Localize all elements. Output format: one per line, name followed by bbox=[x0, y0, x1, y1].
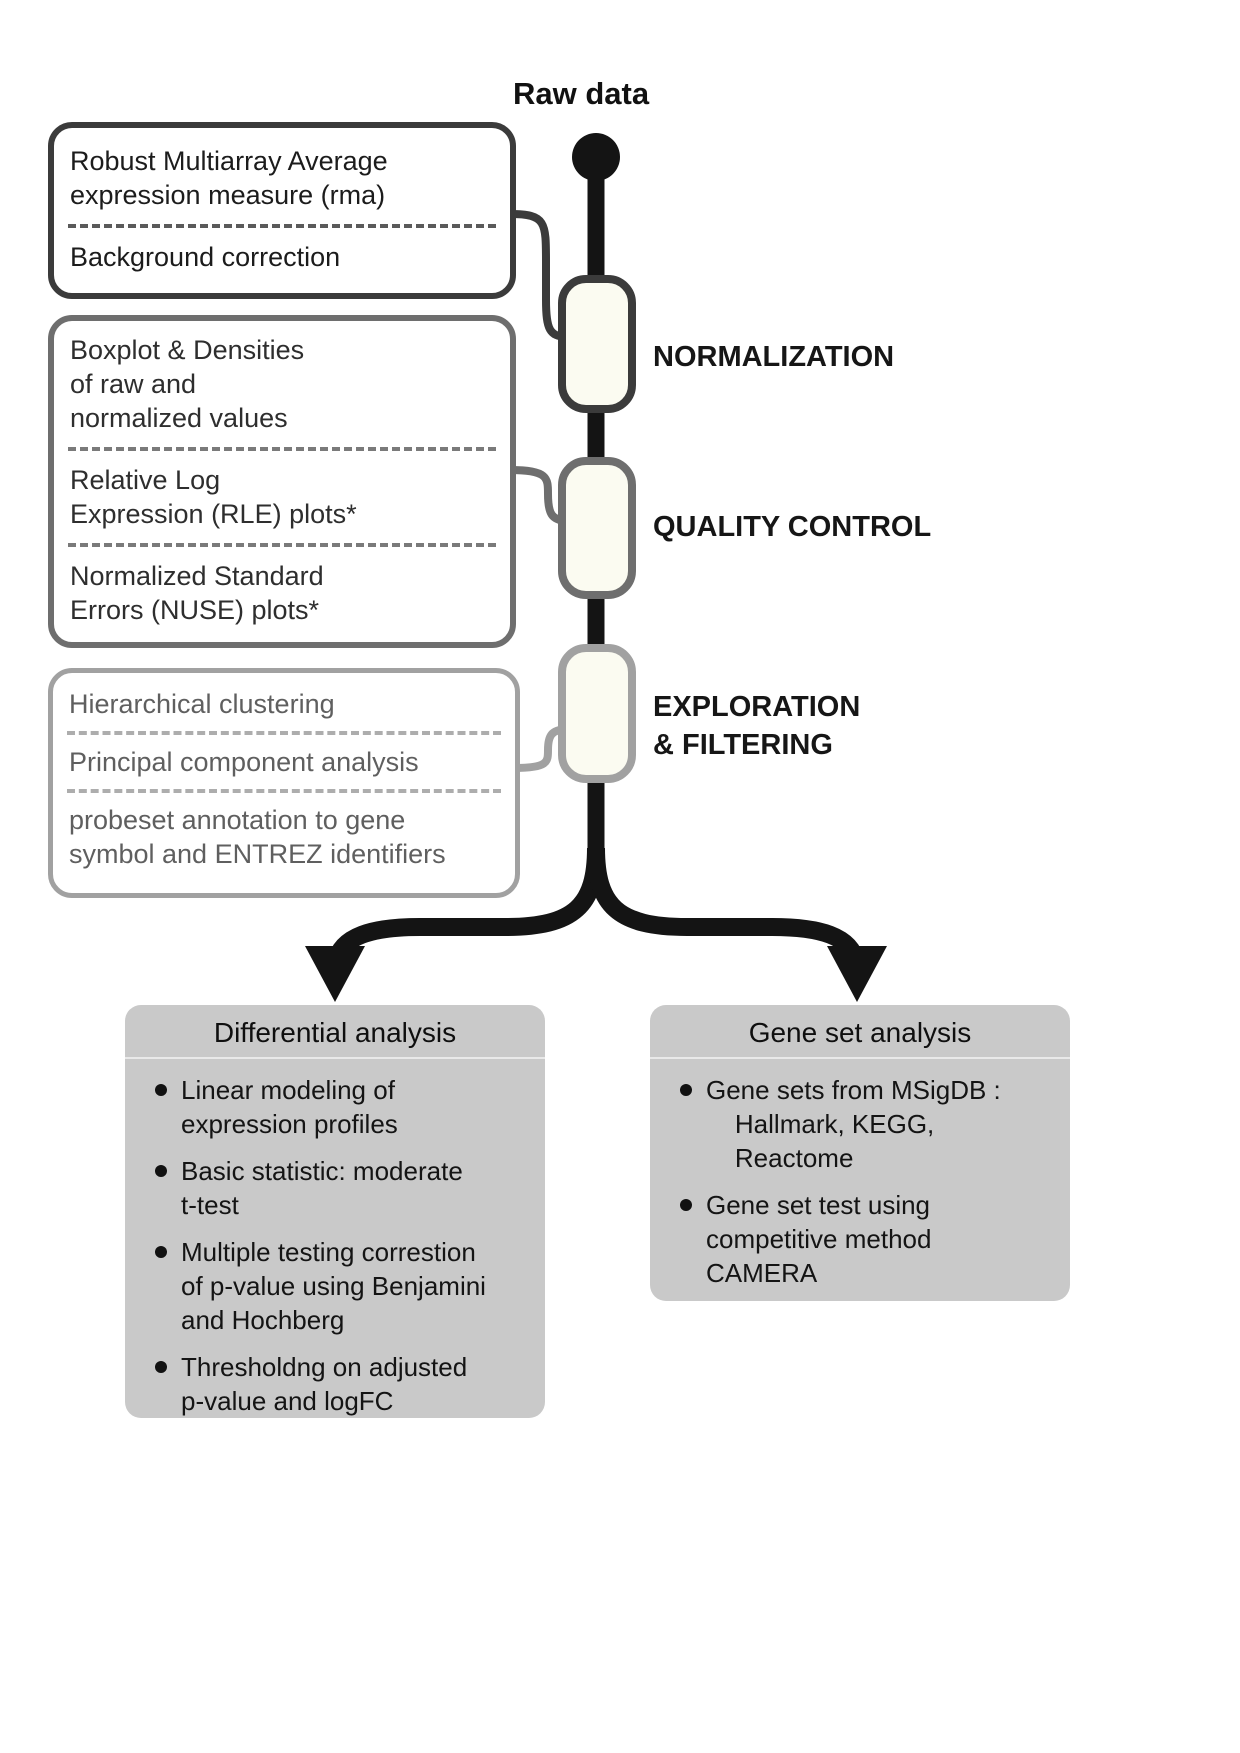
bullet-item: Gene sets from MSigDB : Hallmark, KEGG, … bbox=[680, 1073, 1054, 1175]
branch-right-arrowhead bbox=[827, 946, 887, 1002]
raw-data-dot bbox=[572, 133, 620, 181]
stage-label-exploration-filtering: EXPLORATION & FILTERING bbox=[653, 691, 861, 761]
dashed-divider bbox=[68, 543, 496, 547]
gene-set-analysis-title: Gene set analysis bbox=[650, 1005, 1070, 1059]
gene-set-analysis-bullet-list: Gene sets from MSigDB : Hallmark, KEGG, … bbox=[650, 1073, 1070, 1290]
normalization-methods-box: Robust Multiarray Average expression mea… bbox=[48, 122, 516, 299]
method-item-rle-plots: Relative Log Expression (RLE) plots* bbox=[70, 465, 357, 529]
node-exploration bbox=[558, 644, 636, 783]
method-item-pca: Principal component analysis bbox=[69, 747, 419, 777]
bullet-item: Gene set test using competitive method C… bbox=[680, 1188, 1054, 1290]
bullet-item: Multiple testing correstion of p-value u… bbox=[155, 1235, 529, 1337]
bullet-item: Linear modeling of expression profiles bbox=[155, 1073, 529, 1141]
method-item-background-correction: Background correction bbox=[70, 242, 341, 272]
differential-analysis-box: Differential analysis Linear modeling of… bbox=[125, 1005, 545, 1418]
raw-data-label: Raw data bbox=[513, 76, 650, 111]
connector-quality-control bbox=[509, 466, 567, 525]
method-item-nuse-plots: Normalized Standard Errors (NUSE) plots* bbox=[70, 561, 324, 625]
bullet-item: Thresholdng on adjusted p-value and logF… bbox=[155, 1350, 529, 1418]
method-item-boxplot-densities: Boxplot & Densities of raw and normalize… bbox=[70, 335, 305, 433]
branch-left-arrowhead bbox=[305, 946, 365, 1002]
dashed-divider bbox=[68, 447, 496, 451]
method-item-probeset-annotation: probeset annotation to gene symbol and E… bbox=[69, 805, 446, 869]
dashed-divider bbox=[67, 731, 501, 735]
exploration-methods-box: Hierarchical clustering Principal compon… bbox=[48, 668, 520, 898]
dashed-divider bbox=[67, 789, 501, 793]
node-normalization bbox=[558, 275, 636, 413]
method-item-hierarchical-clustering: Hierarchical clustering bbox=[69, 689, 335, 719]
gene-set-analysis-box: Gene set analysis Gene sets from MSigDB … bbox=[650, 1005, 1070, 1301]
differential-analysis-title: Differential analysis bbox=[125, 1005, 545, 1059]
node-quality-control bbox=[558, 457, 636, 599]
stage-label-quality-control: QUALITY CONTROL bbox=[653, 511, 932, 543]
connector-normalization bbox=[509, 210, 567, 341]
bullet-item: Basic statistic: moderate t-test bbox=[155, 1154, 529, 1222]
dashed-divider bbox=[68, 224, 496, 228]
stage-label-normalization: NORMALIZATION bbox=[653, 341, 895, 373]
method-item-rma: Robust Multiarray Average expression mea… bbox=[70, 146, 388, 210]
connector-exploration bbox=[513, 725, 567, 772]
quality-control-methods-box: Boxplot & Densities of raw and normalize… bbox=[48, 315, 516, 648]
branch-right-path bbox=[587, 847, 865, 965]
differential-analysis-bullet-list: Linear modeling of expression profiles B… bbox=[125, 1073, 545, 1418]
